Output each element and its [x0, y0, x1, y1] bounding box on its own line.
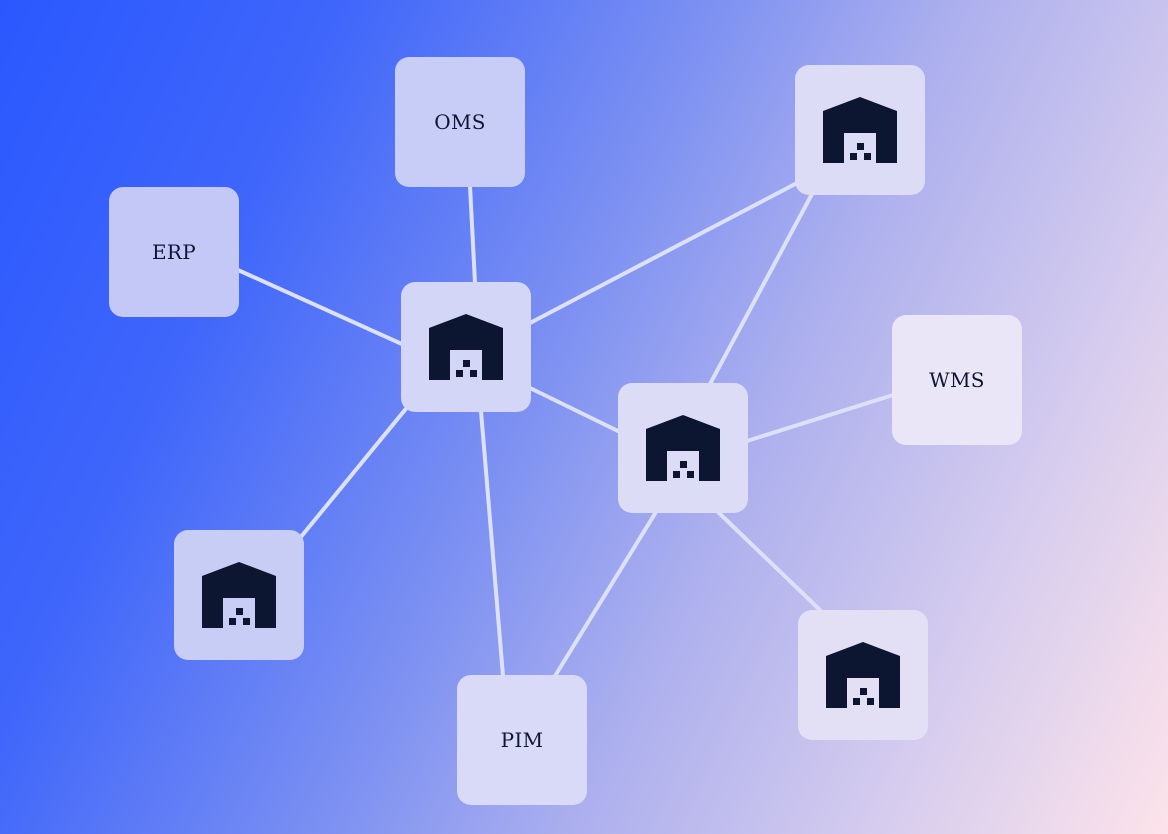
warehouse-bottom-right-node[interactable] [798, 610, 928, 740]
erp-label: ERP [151, 240, 196, 264]
warehouse-top-right-node[interactable] [795, 65, 925, 195]
edge-hub-center-pim [479, 409, 505, 678]
warehouse-bottom-left-node[interactable] [174, 530, 304, 660]
edge-hub-center-hub-right [528, 386, 622, 434]
pim-node[interactable]: PIM [457, 675, 587, 805]
warehouse-icon [826, 642, 900, 708]
edge-oms-hub-center [468, 184, 477, 285]
warehouse-icon [823, 97, 897, 163]
edge-warehouse-top-right-hub-right [708, 192, 814, 386]
warehouse-icon [202, 562, 276, 628]
edge-hub-center-warehouse-bottom-left [298, 403, 411, 540]
wms-label: WMS [929, 368, 985, 392]
erp-node[interactable]: ERP [109, 187, 239, 317]
edge-erp-hub-center [236, 268, 406, 347]
hub-center-node[interactable] [401, 282, 531, 412]
edge-hub-right-wms [745, 393, 895, 443]
warehouse-icon [646, 415, 720, 481]
edge-hub-right-pim [553, 510, 658, 678]
warehouse-icon [429, 314, 503, 380]
hub-right-node[interactable] [618, 383, 748, 513]
oms-node[interactable]: OMS [395, 57, 525, 187]
pim-label: PIM [500, 728, 544, 752]
oms-label: OMS [434, 110, 486, 134]
edge-hub-right-warehouse-bottom-right [716, 510, 822, 612]
edge-hub-center-warehouse-top-right [528, 181, 799, 325]
wms-node[interactable]: WMS [892, 315, 1022, 445]
